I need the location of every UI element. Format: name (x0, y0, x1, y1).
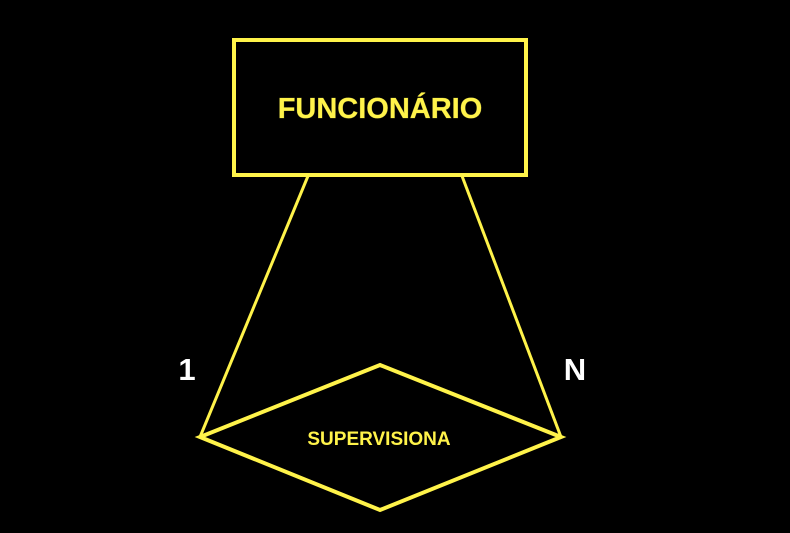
relationship-diamond (194, 362, 567, 513)
entity-box (232, 38, 528, 177)
connector-line-right (460, 175, 563, 438)
connector-line-left (198, 175, 310, 438)
relationship-label: SUPERVISIONA (307, 429, 451, 450)
cardinality-left: 1 (178, 352, 195, 387)
entity-label: FUNCIONÁRIO (278, 91, 483, 125)
cardinality-right: N (564, 352, 586, 387)
